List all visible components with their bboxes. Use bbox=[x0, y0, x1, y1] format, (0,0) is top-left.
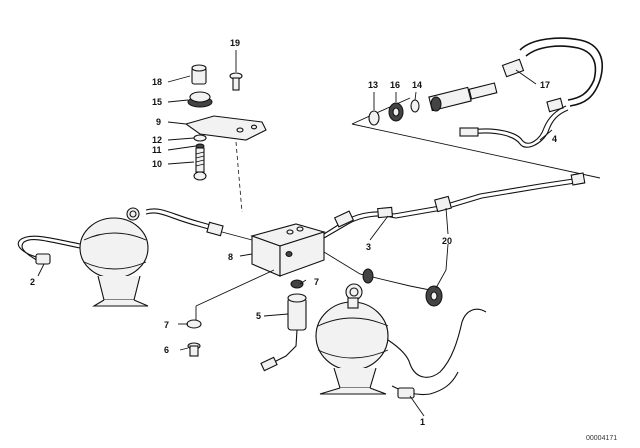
label-17: 17 bbox=[540, 80, 550, 90]
label-19: 19 bbox=[230, 38, 240, 48]
label-3: 3 bbox=[366, 242, 371, 252]
label-20: 20 bbox=[442, 236, 452, 246]
hose-assembly-upper-right bbox=[351, 37, 604, 179]
label-16: 16 bbox=[390, 80, 400, 90]
label-2: 2 bbox=[30, 277, 35, 287]
reference-code: 00004171 bbox=[586, 435, 617, 442]
accumulator-right bbox=[315, 283, 487, 399]
pipe-network bbox=[195, 172, 586, 307]
label-13: 13 bbox=[368, 80, 378, 90]
label-12: 12 bbox=[152, 135, 162, 145]
bracket-assembly bbox=[184, 64, 267, 213]
leader-lines bbox=[37, 50, 553, 417]
label-4: 4 bbox=[552, 134, 557, 144]
label-14: 14 bbox=[412, 80, 422, 90]
label-11: 11 bbox=[152, 145, 162, 155]
label-15: 15 bbox=[152, 97, 162, 107]
label-8: 8 bbox=[228, 252, 233, 262]
label-7-lower: 7 bbox=[164, 320, 169, 330]
label-6: 6 bbox=[164, 345, 169, 355]
pressure-switch bbox=[186, 279, 307, 372]
label-9: 9 bbox=[156, 117, 161, 127]
label-18: 18 bbox=[152, 77, 162, 87]
label-5: 5 bbox=[256, 311, 261, 321]
accumulator-left bbox=[17, 207, 253, 307]
label-1: 1 bbox=[420, 417, 425, 427]
part-labels: 19 18 15 9 12 11 10 13 16 14 17 4 2 8 3 … bbox=[30, 38, 617, 442]
label-10: 10 bbox=[152, 159, 162, 169]
distribution-block bbox=[250, 223, 326, 277]
label-7-upper: 7 bbox=[314, 277, 319, 287]
